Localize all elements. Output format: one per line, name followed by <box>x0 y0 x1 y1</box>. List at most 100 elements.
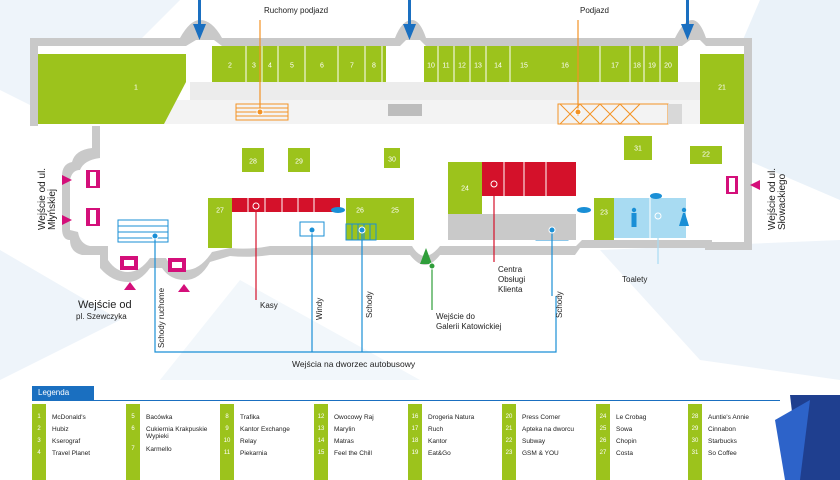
shop-number[interactable]: 23 <box>600 209 608 217</box>
legend-item-name: Karmello <box>146 446 172 453</box>
legend-item[interactable]: 24 Le Crobag <box>596 414 684 426</box>
legend-item-number: 6 <box>131 426 135 432</box>
shop-number[interactable]: 13 <box>474 62 482 70</box>
gallery-entrance-label-2: Galerii Katowickiej <box>436 322 502 331</box>
legend-item-number: 15 <box>317 450 325 456</box>
shop-number[interactable]: 9 <box>388 62 392 70</box>
southwest-entrance-label-1: Wejście od <box>78 299 132 311</box>
shop-number[interactable]: 25 <box>391 207 399 215</box>
shop-number[interactable]: 24 <box>461 185 469 193</box>
shop-number[interactable]: 5 <box>290 62 294 70</box>
legend-item-number: 21 <box>505 426 513 432</box>
shop-number[interactable]: 15 <box>520 62 528 70</box>
shop-number[interactable]: 28 <box>249 158 257 166</box>
shop-number[interactable]: 27 <box>216 207 224 215</box>
shop-number[interactable]: 11 <box>442 62 450 70</box>
legend-item-name: Kantor <box>428 438 448 445</box>
shop-number[interactable]: 7 <box>350 62 354 70</box>
shop-number[interactable]: 17 <box>611 62 619 70</box>
legend-item-name: Travel Planet <box>52 450 91 457</box>
legend-item-number: 22 <box>505 438 513 444</box>
legend-item-number: 26 <box>599 438 607 444</box>
legend-item-name: Le Crobag <box>616 414 647 421</box>
shop-number[interactable]: 12 <box>458 62 466 70</box>
shop-number[interactable]: 3 <box>252 62 256 70</box>
service-center-label-1: Centra <box>498 265 523 274</box>
shop-number[interactable]: 20 <box>664 62 672 70</box>
shop-number[interactable]: 6 <box>320 62 324 70</box>
legend-item-name: Starbucks <box>708 438 737 445</box>
legend-stripe <box>408 404 422 480</box>
shop-number[interactable]: 18 <box>633 62 641 70</box>
legend-item-number: 24 <box>599 414 607 420</box>
legend-item-number: 9 <box>225 426 229 432</box>
shop-number[interactable]: 31 <box>634 145 642 153</box>
legend-stripe <box>220 404 234 480</box>
legend-item-number: 11 <box>223 450 231 456</box>
shop-number[interactable]: 19 <box>648 62 656 70</box>
shop-number[interactable]: 8 <box>372 62 376 70</box>
shop-number[interactable]: 4 <box>268 62 272 70</box>
shop-number[interactable]: 30 <box>388 156 396 164</box>
shop-number[interactable]: 22 <box>702 151 710 159</box>
shop-number[interactable]: 21 <box>718 84 726 92</box>
shop-number[interactable]: 14 <box>494 62 502 70</box>
legend-stripe <box>502 404 516 480</box>
west-entrance-label: Wejście od ul. Młyńskiej <box>37 167 58 230</box>
legend-item-number: 3 <box>37 438 41 444</box>
shop-number[interactable]: 1 <box>134 84 138 92</box>
legend-item[interactable]: 21 Apteka na dworcu <box>502 426 590 438</box>
escalators-vertical-label: Schody ruchome <box>157 287 166 348</box>
stairs-right-label: Schody <box>555 291 564 318</box>
legend-item-number: 20 <box>505 414 513 420</box>
legend-item-number: 16 <box>411 414 419 420</box>
legend-item-name: Marylin <box>334 426 355 433</box>
legend-stripe <box>314 404 328 480</box>
shop-number[interactable]: 16 <box>561 62 569 70</box>
shop-number[interactable]: 10 <box>427 62 435 70</box>
legend-item-number: 17 <box>411 426 419 432</box>
shop-number[interactable]: 29 <box>295 158 303 166</box>
legend-item-name: Hubiz <box>52 426 69 433</box>
shop-number[interactable]: 26 <box>356 207 364 215</box>
legend-item-number: 19 <box>411 450 419 456</box>
legend-item-name: Costa <box>616 450 633 457</box>
shop-number[interactable]: 2 <box>228 62 232 70</box>
legend-divider <box>32 400 780 401</box>
legend-item-name: Apteka na dworcu <box>522 426 575 433</box>
